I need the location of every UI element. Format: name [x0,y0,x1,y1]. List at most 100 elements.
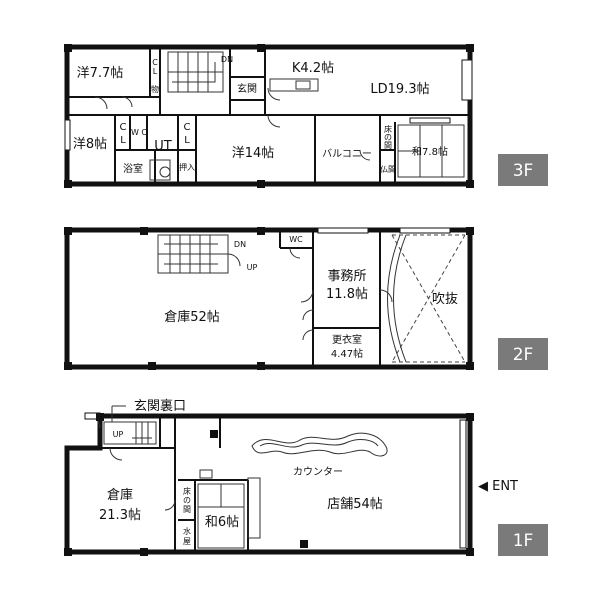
floor-badge-3f-text: 3F [513,161,534,181]
closet-label: L [184,135,190,146]
room-label: 店舗54帖 [327,497,383,512]
1f-column [64,548,72,556]
1f-entrance-glazing [459,419,467,549]
floor-badge-1f-text: 1F [513,531,534,551]
room-label: W C [131,128,147,137]
1f-counter-shape-inner [259,438,379,448]
2f-column [140,227,148,235]
2f-void-curve [393,234,407,363]
1f-column [96,413,104,421]
2f-column [257,362,265,370]
room-label: 浴室 [123,162,143,175]
3f-basin [159,166,171,178]
floor-badge-2f [498,338,548,370]
2f-outer-wall [64,227,473,370]
1f-door-swing [164,499,176,511]
room-label: の [384,133,392,142]
3f-kitchen-counter [269,78,319,92]
room-label: 更衣室 [332,333,362,346]
1f-counter-shape [251,432,388,457]
3f-column [466,44,474,52]
room-label: 間 [384,141,392,150]
2f-column [466,362,474,370]
closet-label: C [120,122,127,133]
1f-step [247,477,261,539]
room-label: UT [154,139,172,154]
room-label: 和6帖 [205,515,239,530]
room-label: 洋8帖 [73,137,107,152]
room-label: 洋7.7帖 [77,66,124,81]
room-label: 吹抜 [432,291,458,307]
closet-label: L [153,67,158,76]
closet-label: L [120,135,126,146]
room-label: 水 [183,526,191,536]
3f-window [461,59,473,101]
1f-step [199,469,213,479]
3f-column [257,180,265,188]
room-label: 和7.8帖 [412,145,448,158]
room-label: の [183,496,191,505]
2f-column [148,362,156,370]
1f-column [466,548,474,556]
1f-column [466,413,474,421]
room-label: 押入 [179,162,195,172]
floor-3f: 洋7.7帖 C L 物 DN K4.2帖 LD19.3帖 玄関 洋8帖 C L … [64,44,548,188]
2f-stairs [157,234,229,274]
2f-door-swing [300,289,314,303]
3f-column [64,180,72,188]
room-label: K4.2帖 [292,61,334,76]
2f-door-swing [227,253,241,267]
2f-column [466,227,474,235]
3f-door-swing [359,149,371,161]
2f-door-swing [379,289,393,303]
1f-column [140,548,148,556]
room-label: 屋 [183,537,191,546]
1f-door-swing [109,447,123,461]
room-label: 仏間 [380,165,396,174]
floor-2f: DN UP WC 倉庫52帖 事務所 11.8帖 吹抜 更衣室 4.47帖 2F [64,227,548,370]
room-label: 倉庫 [107,488,133,503]
2f-column [64,227,72,235]
room-label: バルコニー [322,148,372,160]
1f-stairs [103,421,157,445]
3f-door-swing [94,96,108,110]
3f-kitchen-sink [295,80,311,90]
2f-window [399,227,451,234]
room-label: 玄関裏口 [134,399,186,414]
1f-column [210,430,218,438]
room-label: 床 [183,486,191,496]
3f-window [64,119,71,151]
2f-void-diagonal [391,234,466,363]
closet-label: C [184,122,191,133]
1f-outer-wall [64,413,473,555]
2f-column [64,362,72,370]
room-label: 21.3帖 [99,508,141,523]
stairs-up-label: UP [113,430,124,439]
stairs-dn-label: DN [221,55,233,64]
3f-door-swing [267,114,281,128]
2f-door-swing [302,329,314,341]
1f-column [300,540,308,548]
3f-window [409,117,451,124]
room-label: カウンター [293,466,343,478]
room-label: 倉庫52帖 [164,310,220,325]
floor-badge-2f-text: 2F [513,345,534,365]
room-label: 間 [183,505,191,514]
2f-window [317,227,369,234]
2f-door-swing [302,309,314,321]
stairs-up-label: UP [247,263,258,272]
stairs-dn-label: DN [234,240,246,249]
room-label: 11.8帖 [326,287,368,302]
entrance-label: ◀ ENT [478,479,518,494]
3f-door-swing [121,96,133,108]
3f-column [257,44,265,52]
room-label: WC [289,235,303,244]
2f-void-curve [387,234,401,363]
3f-stairs [167,51,224,93]
room-label: LD19.3帖 [370,82,429,97]
room-label: 事務所 [327,269,366,284]
3f-door-swing [267,87,281,101]
floor-1f: 玄関裏口 UP 倉庫 21.3帖 カウンター 店舗54帖 床 の 間 和6帖 水… [64,399,548,556]
floor-badge-3f [498,154,548,186]
